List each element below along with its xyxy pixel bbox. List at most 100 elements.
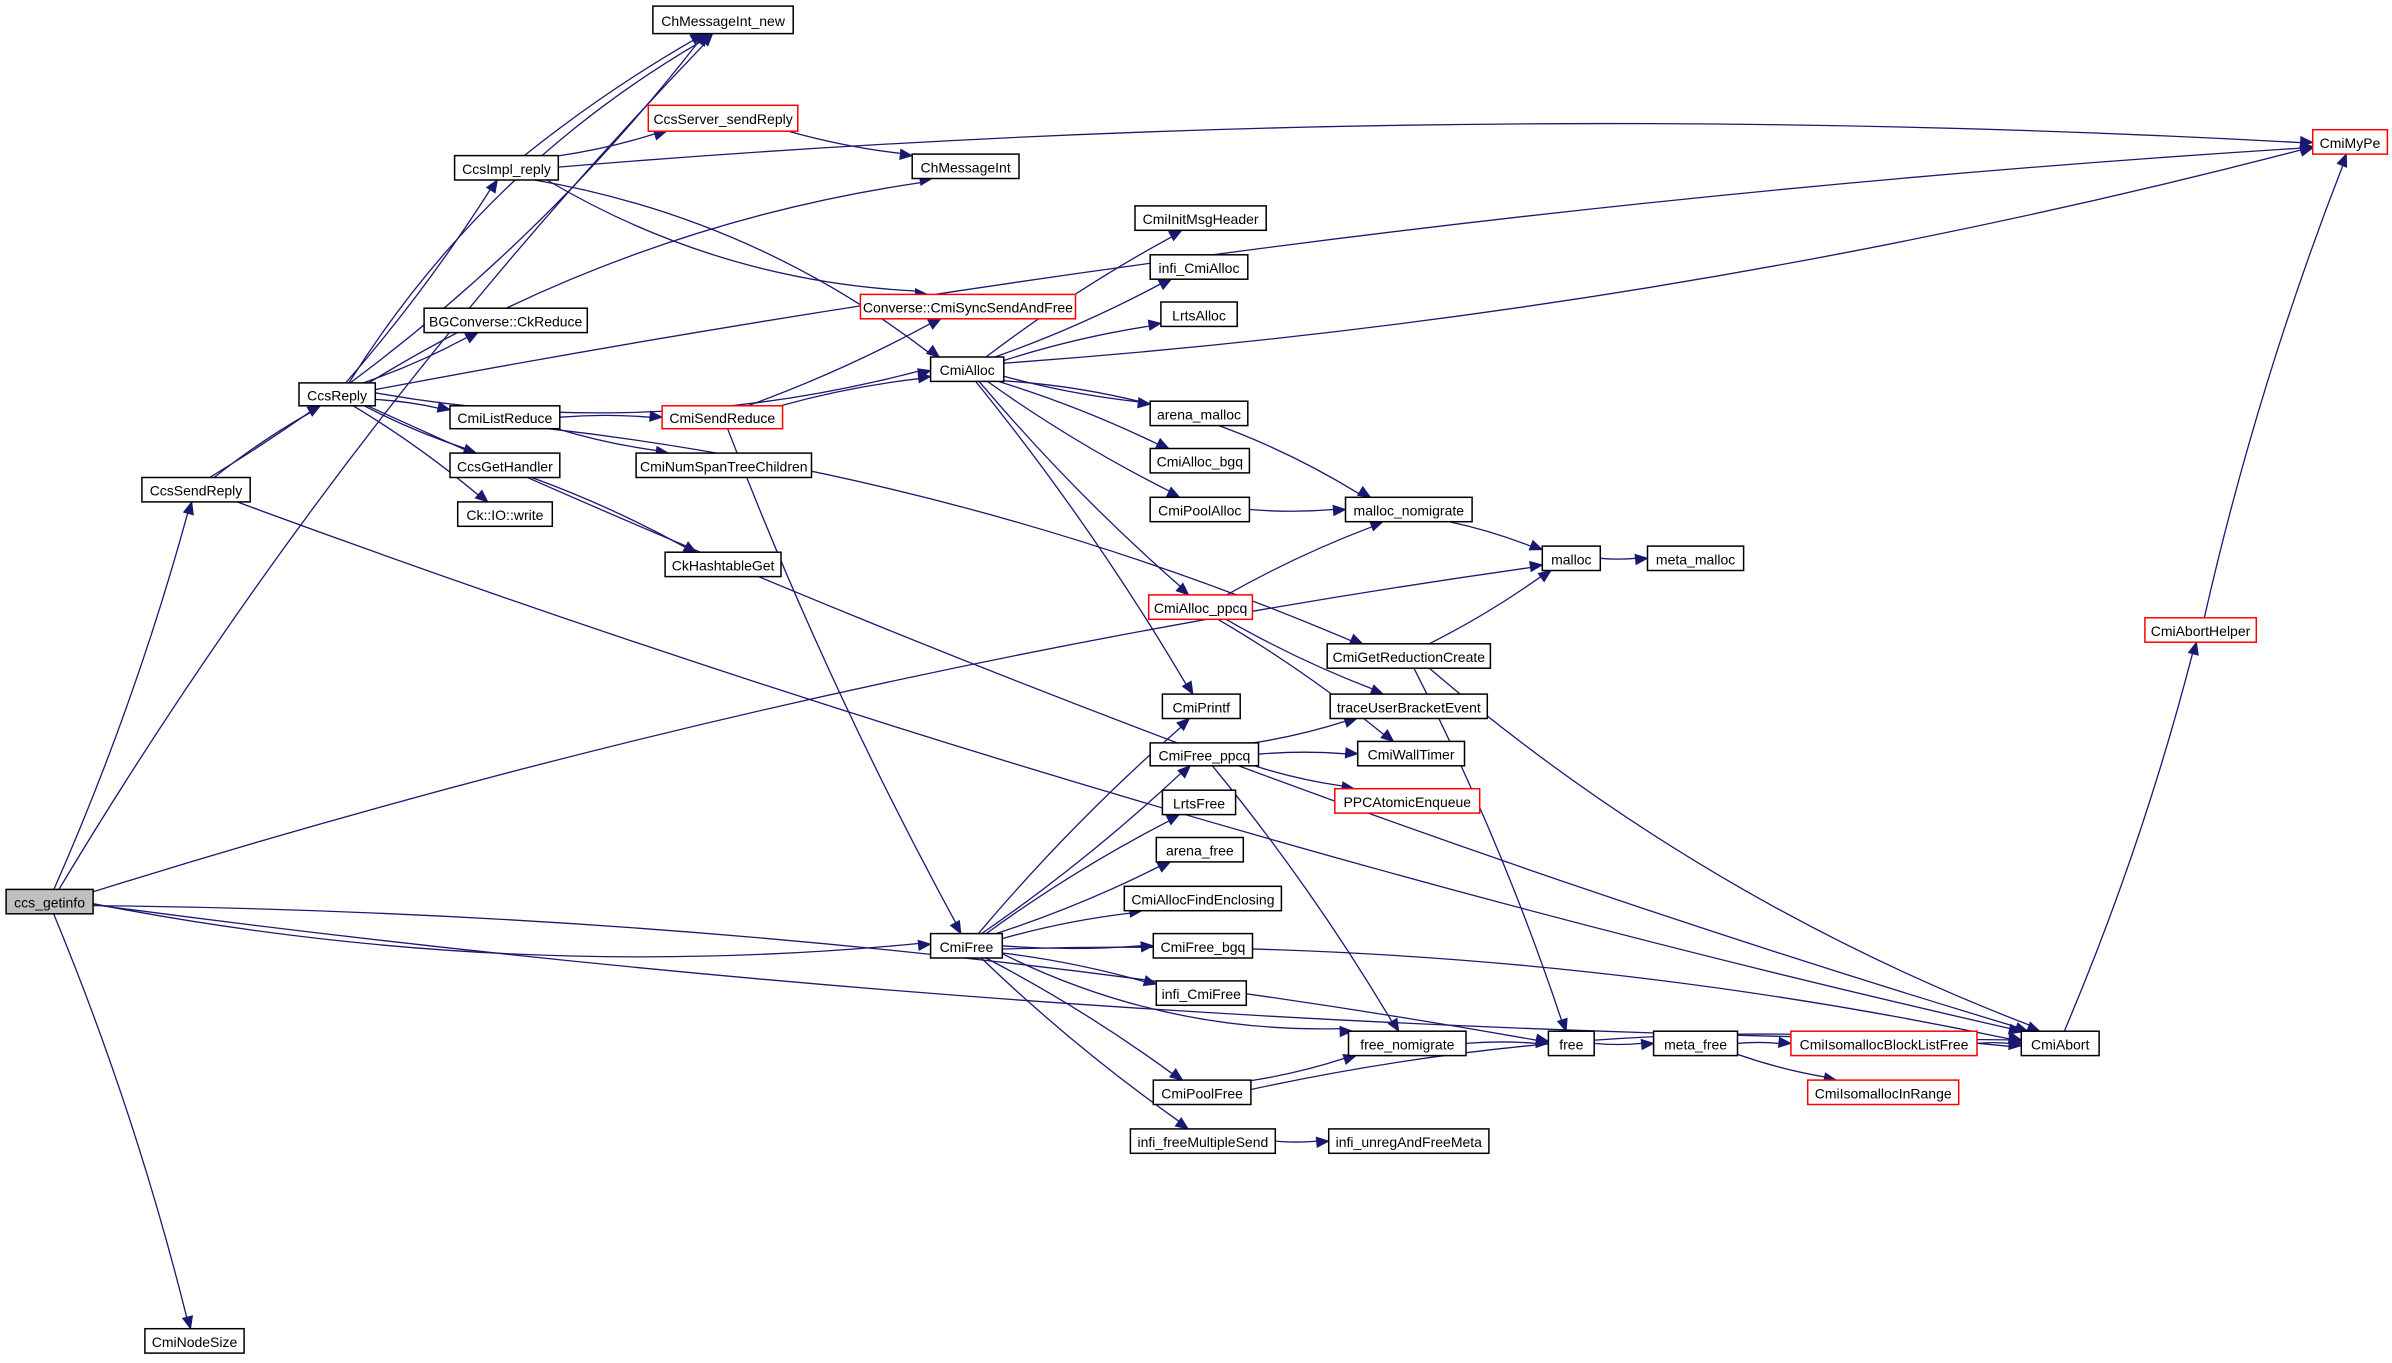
node-box[interactable] [1149,254,1249,280]
node-infi-free-multiple-send[interactable]: infi_freeMultipleSend [1129,1128,1277,1155]
node-box[interactable] [929,932,1004,959]
node-box[interactable] [1806,1079,1960,1106]
node-ck-hashtable-get[interactable]: CkHashtableGet [664,551,782,578]
node-cmi-wall-timer[interactable]: CmiWallTimer [1356,740,1466,767]
node-cmi-free-ppcq[interactable]: CmiFree_ppcq [1149,742,1260,767]
node-box[interactable] [1547,1030,1595,1057]
node-box[interactable] [2020,1030,2100,1057]
node-ccs-impl-reply[interactable]: CcsImpl_reply [453,154,560,181]
node-box[interactable] [1347,1030,1467,1057]
node-ccs-getinfo[interactable]: ccs_getinfo [5,888,94,915]
node-box[interactable] [1149,742,1260,767]
node-box[interactable] [1152,1079,1252,1106]
node-lrts-free[interactable]: LrtsFree [1161,789,1237,816]
node-arena-free[interactable]: arena_free [1155,836,1245,863]
node-cmi-send-reduce[interactable]: CmiSendReduce [661,405,784,430]
node-cmi-isomalloc-in-range[interactable]: CmiIsomallocInRange [1806,1079,1960,1106]
node-cmi-num-span-tree-children[interactable]: CmiNumSpanTreeChildren [635,452,813,479]
node-malloc[interactable]: malloc [1541,545,1602,572]
node-box[interactable] [453,154,560,181]
node-box[interactable] [1123,885,1283,912]
node-ccs-server-send-reply[interactable]: CcsServer_sendReply [647,104,799,132]
node-cmi-alloc-ppcq[interactable]: CmiAlloc_ppcq [1147,594,1254,621]
node-ch-message-int-new[interactable]: ChMessageInt_new [652,5,794,35]
node-box[interactable] [1160,301,1238,328]
node-box[interactable] [456,501,554,528]
node-box[interactable] [1149,496,1251,523]
node-cmi-alloc-find-enclosing[interactable]: CmiAllocFindEnclosing [1123,885,1283,912]
node-cmi-printf[interactable]: CmiPrintf [1161,693,1241,720]
node-meta-free[interactable]: meta_free [1652,1030,1739,1057]
node-box[interactable] [1327,1128,1490,1155]
node-box[interactable] [1152,932,1254,959]
node-box[interactable] [2311,128,2389,155]
node-cmi-free[interactable]: CmiFree [929,932,1004,959]
node-box[interactable] [1134,205,1267,232]
node-box[interactable] [5,888,94,915]
node-ppcatomic-enqueue[interactable]: PPCAtomicEnqueue [1334,787,1481,814]
node-cmi-alloc-bgq[interactable]: CmiAlloc_bgq [1149,447,1251,474]
node-cmi-free-bgq[interactable]: CmiFree_bgq [1152,932,1254,959]
node-box[interactable] [449,405,561,430]
node-ch-message-int[interactable]: ChMessageInt [911,153,1020,180]
node-box[interactable] [929,356,1005,383]
node-box[interactable] [1161,693,1241,720]
node-lrts-alloc[interactable]: LrtsAlloc [1160,301,1238,328]
node-box[interactable] [1646,545,1745,572]
node-infi-unreg-and-free-meta[interactable]: infi_unregAndFreeMeta [1327,1128,1490,1155]
node-box[interactable] [1161,789,1237,816]
node-box[interactable] [1652,1030,1739,1057]
node-infi-cmi-free[interactable]: infi_CmiFree [1155,980,1248,1007]
node-cmi-pool-free[interactable]: CmiPoolFree [1152,1079,1252,1106]
node-box[interactable] [652,5,794,35]
node-cmi-alloc[interactable]: CmiAlloc [929,356,1005,383]
node-box[interactable] [1129,1128,1277,1155]
node-converse-cmi-sync-send-and-free[interactable]: Converse::CmiSyncSendAndFree [859,293,1077,320]
node-box[interactable] [1790,1030,1978,1057]
node-box[interactable] [423,307,589,334]
node-box[interactable] [449,452,561,479]
node-cmi-my-pe[interactable]: CmiMyPe [2311,128,2389,155]
node-box[interactable] [1334,787,1481,814]
node-box[interactable] [1541,545,1602,572]
node-box[interactable] [1155,836,1245,863]
node-box[interactable] [1326,643,1492,669]
node-cmi-node-size[interactable]: CmiNodeSize [144,1327,245,1354]
node-box[interactable] [664,551,782,578]
node-free[interactable]: free [1547,1030,1595,1057]
node-box[interactable] [2144,617,2258,643]
node-box[interactable] [1155,980,1248,1007]
node-ccs-reply[interactable]: CcsReply [298,382,377,407]
node-box[interactable] [661,405,784,430]
node-cmi-init-msg-header[interactable]: CmiInitMsgHeader [1134,205,1267,232]
node-box[interactable] [144,1327,245,1354]
node-meta-malloc[interactable]: meta_malloc [1646,545,1745,572]
node-box[interactable] [859,293,1077,320]
node-box[interactable] [1344,496,1473,523]
node-box[interactable] [298,382,377,407]
node-cmi-list-reduce[interactable]: CmiListReduce [449,405,561,430]
node-trace-user-bracket-event[interactable]: traceUserBracketEvent [1329,693,1489,720]
node-malloc-nomigrate[interactable]: malloc_nomigrate [1344,496,1473,523]
node-cmi-abort-helper[interactable]: CmiAbortHelper [2144,617,2258,643]
node-box[interactable] [1356,740,1466,767]
node-box[interactable] [647,104,799,132]
node-box[interactable] [1149,400,1249,427]
node-cmi-abort[interactable]: CmiAbort [2020,1030,2100,1057]
node-box[interactable] [1329,693,1489,720]
node-infi-cmi-alloc[interactable]: infi_CmiAlloc [1149,254,1249,280]
node-box[interactable] [1149,447,1251,474]
node-box[interactable] [1147,594,1254,621]
node-cmi-get-reduction-create[interactable]: CmiGetReductionCreate [1326,643,1492,669]
node-bgconverse-ck-reduce[interactable]: BGConverse::CkReduce [423,307,589,334]
node-box[interactable] [141,476,251,503]
node-ccs-get-handler[interactable]: CcsGetHandler [449,452,561,479]
node-box[interactable] [911,153,1020,180]
node-free-nomigrate[interactable]: free_nomigrate [1347,1030,1467,1057]
node-cmi-pool-alloc[interactable]: CmiPoolAlloc [1149,496,1251,523]
node-box[interactable] [635,452,813,479]
node-ccs-send-reply[interactable]: CcsSendReply [141,476,251,503]
node-cmi-isomalloc-block-list-free[interactable]: CmiIsomallocBlockListFree [1790,1030,1978,1057]
node-arena-malloc[interactable]: arena_malloc [1149,400,1249,427]
node-ck-io-write[interactable]: Ck::IO::write [456,501,554,528]
